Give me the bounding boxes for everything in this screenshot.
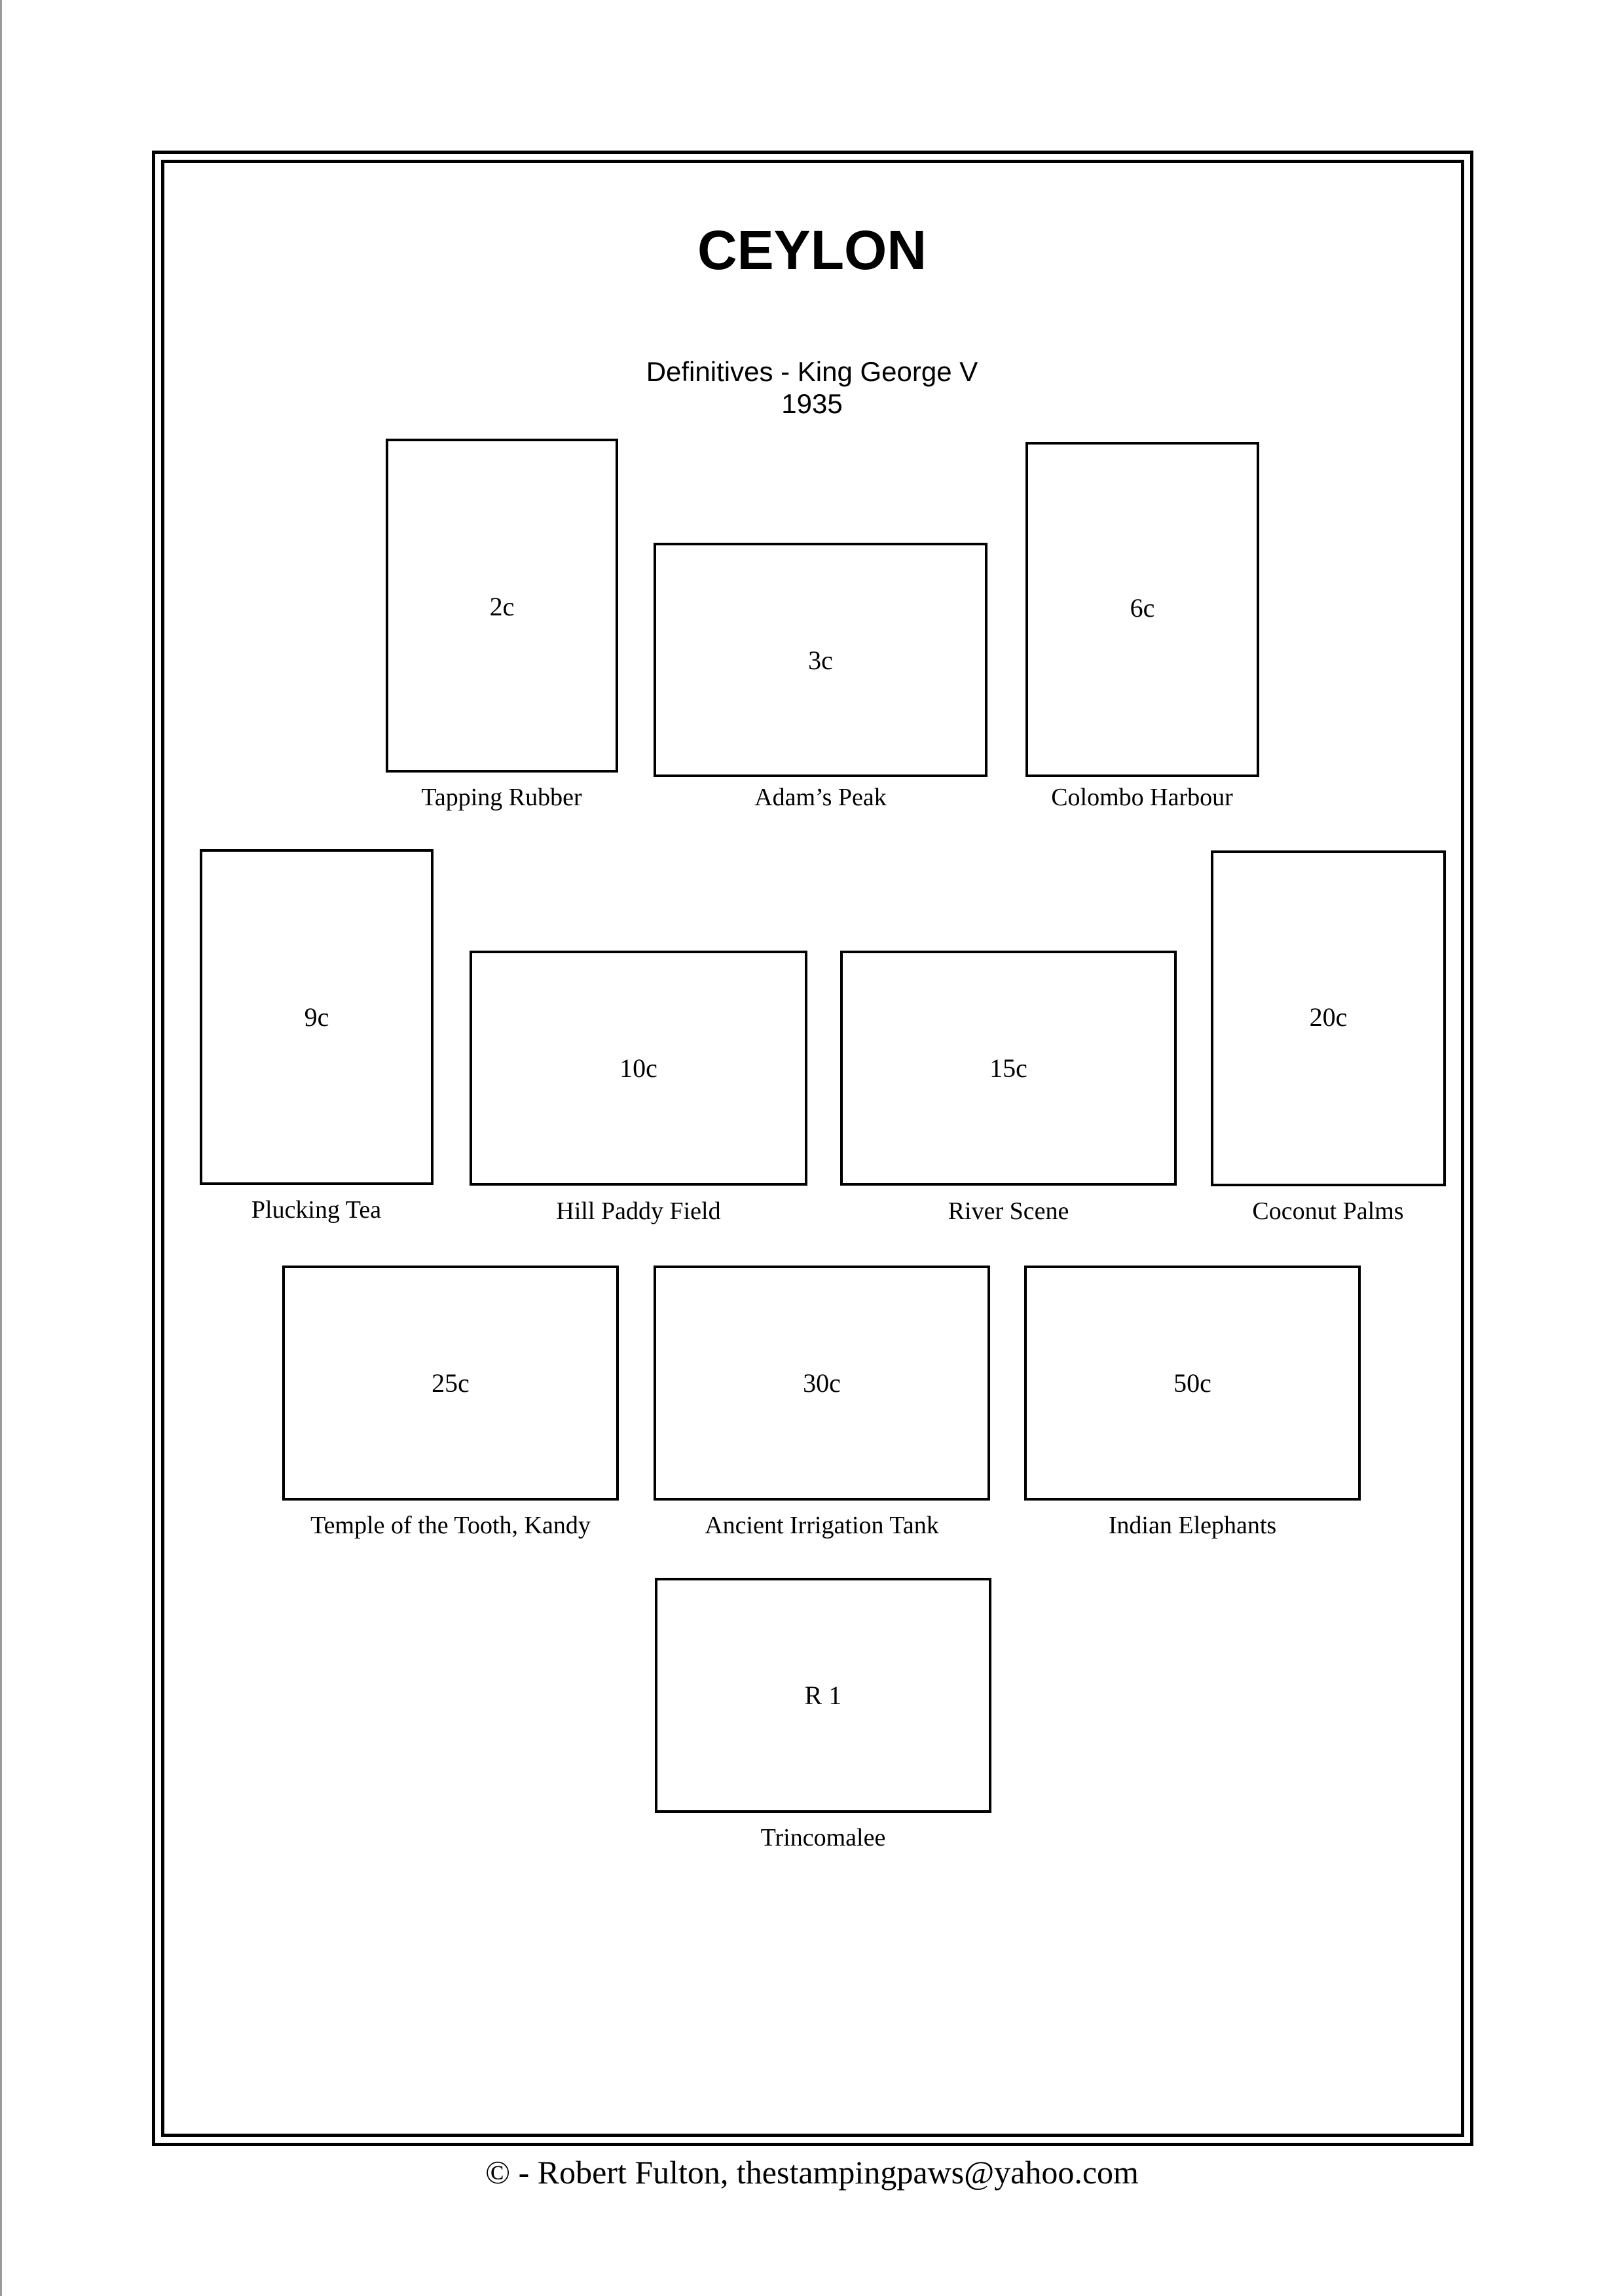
stamp-box-25c: 25c bbox=[282, 1266, 619, 1501]
issue-subtitle: Definitives - King George V bbox=[646, 356, 978, 387]
stamp-caption: Coconut Palms bbox=[1252, 1197, 1404, 1225]
stamp-value: 3c bbox=[808, 646, 833, 675]
stamp-caption: Adam’s Peak bbox=[754, 784, 887, 811]
stamp-caption: Hill Paddy Field bbox=[556, 1197, 721, 1225]
stamp-box-9c: 9c bbox=[200, 849, 434, 1185]
stamp-box-30c: 30c bbox=[654, 1266, 990, 1501]
stamp-caption: Tapping Rubber bbox=[421, 784, 582, 811]
copyright-footer: © - Robert Fulton, thestampingpaws@yahoo… bbox=[485, 2154, 1139, 2191]
stamp-value: 10c bbox=[619, 1053, 657, 1083]
stamp-caption: Trincomalee bbox=[760, 1824, 886, 1851]
stamp-value: 6c bbox=[1130, 593, 1155, 623]
issue-year: 1935 bbox=[781, 388, 843, 419]
stamp-box-20c: 20c bbox=[1211, 850, 1446, 1186]
stamp-box-15c: 15c bbox=[840, 951, 1177, 1186]
stamp-value: 15c bbox=[989, 1053, 1027, 1083]
stamp-value: 9c bbox=[304, 1002, 329, 1032]
stamp-caption: Temple of the Tooth, Kandy bbox=[310, 1512, 591, 1539]
stamp-box-3c: 3c bbox=[654, 543, 987, 777]
page-border-outer bbox=[152, 151, 1473, 2146]
stamp-caption: Indian Elephants bbox=[1108, 1512, 1277, 1539]
stamp-value: 20c bbox=[1309, 1002, 1348, 1032]
stamp-box-50c: 50c bbox=[1024, 1266, 1361, 1501]
stamp-caption: Colombo Harbour bbox=[1051, 784, 1233, 811]
page-title: CEYLON bbox=[697, 219, 927, 281]
stamp-caption: Ancient Irrigation Tank bbox=[705, 1512, 939, 1539]
stamp-value: 50c bbox=[1173, 1368, 1211, 1398]
page-left-edge bbox=[0, 0, 2, 2296]
stamp-value: 2c bbox=[489, 592, 515, 621]
page-border-inner bbox=[161, 160, 1464, 2137]
stamp-value: R 1 bbox=[804, 1681, 842, 1710]
stamp-box-10c: 10c bbox=[470, 951, 807, 1186]
stamp-box-2c: 2c bbox=[386, 439, 618, 773]
stamp-box-6c: 6c bbox=[1025, 442, 1259, 777]
stamp-value: 25c bbox=[432, 1368, 470, 1398]
stamp-value: 30c bbox=[803, 1368, 841, 1398]
stamp-caption: River Scene bbox=[948, 1197, 1069, 1225]
stamp-box-r1: R 1 bbox=[655, 1578, 991, 1813]
stamp-caption: Plucking Tea bbox=[251, 1196, 382, 1224]
